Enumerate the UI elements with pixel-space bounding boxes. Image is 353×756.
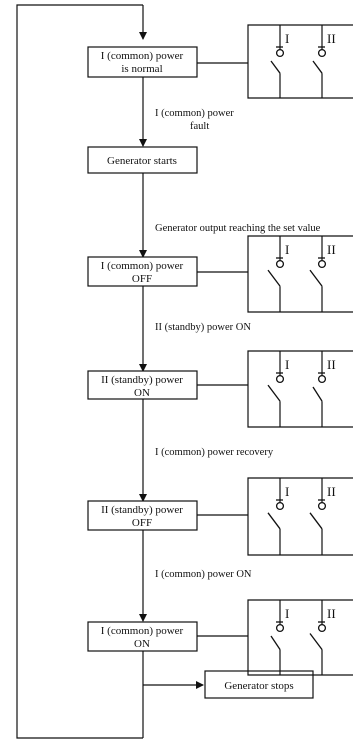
transition-label: I (common) power recovery [155, 447, 274, 458]
switch-blade-open [267, 384, 281, 402]
step-label-line: Generator stops [224, 680, 293, 692]
step-box-common-on: I (common) power ON [87, 621, 198, 652]
transition-labels: I (common) power fault Generator output … [155, 108, 321, 580]
switch-label: I [285, 606, 289, 621]
step-label-line: ON [134, 638, 150, 650]
switch-label: II [327, 484, 336, 499]
step-box-generator-starts: Generator starts [87, 146, 198, 174]
contact-icon [275, 259, 285, 269]
switch-frame [247, 477, 353, 556]
switch-blade-open [267, 269, 281, 287]
loop-back-line [16, 4, 147, 739]
switch-frame [247, 599, 353, 676]
switch-blade-closed [270, 60, 281, 74]
transition-label: I (common) power ON [155, 569, 252, 580]
switch-label: II [327, 357, 336, 372]
flow-arrows [139, 77, 204, 738]
step-label-line: OFF [132, 273, 152, 285]
switch-label: II [327, 242, 336, 257]
step-label-line: I (common) power [101, 50, 184, 62]
transition-label: fault [190, 121, 209, 132]
contact-icon [275, 374, 285, 384]
step-label-line: is normal [121, 63, 162, 75]
switch-label: I [285, 31, 289, 46]
contact-icon [317, 623, 327, 633]
transition-label: II (standby) power ON [155, 322, 251, 333]
step-label-line: II (standby) power [101, 504, 183, 516]
switch-label: II [327, 31, 336, 46]
step-label-line: II (standby) power [101, 374, 183, 386]
contact-icon [275, 48, 285, 58]
switch-blade-open [309, 269, 323, 287]
contact-icon [317, 48, 327, 58]
step-label-line: Generator starts [107, 155, 177, 167]
switch-label: I [285, 357, 289, 372]
switch-blade-open [309, 512, 323, 530]
switch-label: I [285, 242, 289, 257]
switch-blade-closed [312, 60, 323, 74]
contact-icon [317, 374, 327, 384]
step-box-power-normal: I (common) power is normal [87, 46, 198, 78]
transition-label: I (common) power [155, 108, 234, 119]
contact-icon [317, 259, 327, 269]
contact-icon [317, 501, 327, 511]
switch-frame [247, 235, 353, 313]
switch-label: II [327, 606, 336, 621]
step-box-common-off: I (common) power OFF [87, 256, 198, 287]
switch-frame [247, 350, 353, 428]
switch-label: I [285, 484, 289, 499]
switch-blade-open [309, 633, 323, 650]
step-box-standby-on: II (standby) power ON [87, 370, 198, 400]
switch-blade-closed [270, 635, 281, 650]
step-box-standby-off: II (standby) power OFF [87, 500, 198, 531]
transition-label: Generator output reaching the set value [155, 223, 321, 234]
step-label-line: OFF [132, 517, 152, 529]
switch-blade-open [267, 512, 281, 530]
step-label-line: I (common) power [101, 625, 184, 637]
contact-icon [275, 623, 285, 633]
switch-connectors [197, 62, 248, 637]
contact-icon [275, 501, 285, 511]
step-label-line: I (common) power [101, 260, 184, 272]
switch-frame [247, 24, 353, 99]
switch-blade-closed [312, 386, 323, 402]
step-label-line: ON [134, 387, 150, 399]
